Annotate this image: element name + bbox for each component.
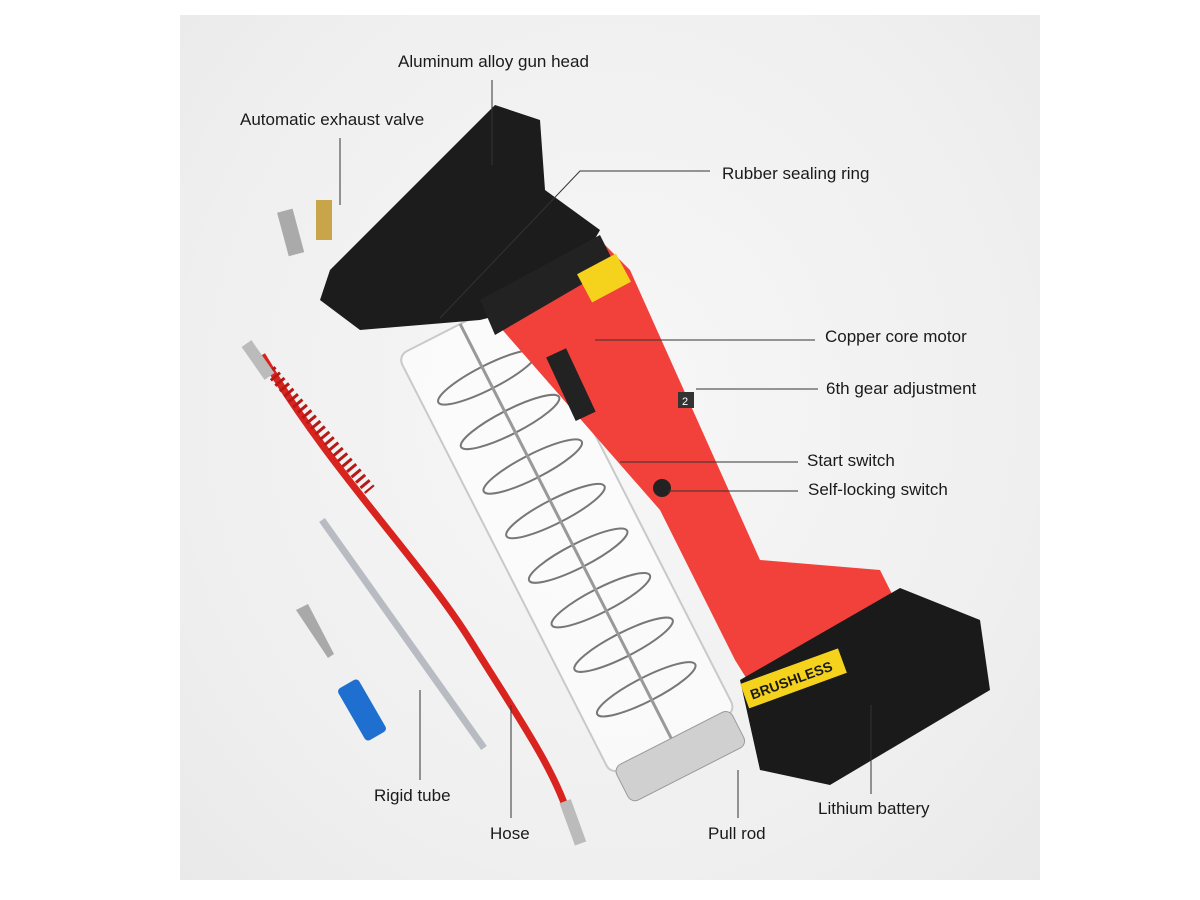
coupler — [338, 679, 386, 741]
label-hose: Hose — [490, 824, 530, 843]
outlet-fitting — [277, 208, 305, 257]
gear-number: 2 — [682, 396, 688, 408]
hose-end-bottom — [559, 799, 587, 846]
warning-label — [577, 253, 631, 303]
label-gear: 6th gear adjustment — [826, 379, 977, 398]
label-sealing-ring: Rubber sealing ring — [722, 164, 870, 183]
label-rigid-tube: Rigid tube — [374, 786, 451, 805]
hose-spring — [265, 366, 375, 494]
end-cap — [615, 711, 746, 802]
battery — [740, 588, 990, 785]
rigid-tube — [319, 517, 487, 751]
hose-end-top — [241, 340, 275, 380]
motor-body — [485, 240, 900, 700]
gear-dial — [678, 392, 694, 408]
vent — [546, 348, 596, 421]
label-motor: Copper core motor — [825, 327, 967, 346]
label-pull-rod: Pull rod — [708, 824, 766, 843]
self-locking-button — [653, 479, 671, 497]
leader-lines — [339, 80, 872, 818]
label-exhaust-valve: Automatic exhaust valve — [240, 110, 425, 129]
exhaust-valve — [316, 200, 332, 240]
hose — [258, 353, 574, 822]
nozzle — [296, 604, 334, 658]
brushless-badge — [740, 648, 847, 709]
top-collar — [480, 235, 615, 335]
label-gun-head: Aluminum alloy gun head — [398, 52, 589, 71]
label-start-switch: Start switch — [807, 451, 895, 470]
label-self-locking: Self-locking switch — [808, 480, 948, 499]
label-battery: Lithium battery — [818, 799, 930, 818]
